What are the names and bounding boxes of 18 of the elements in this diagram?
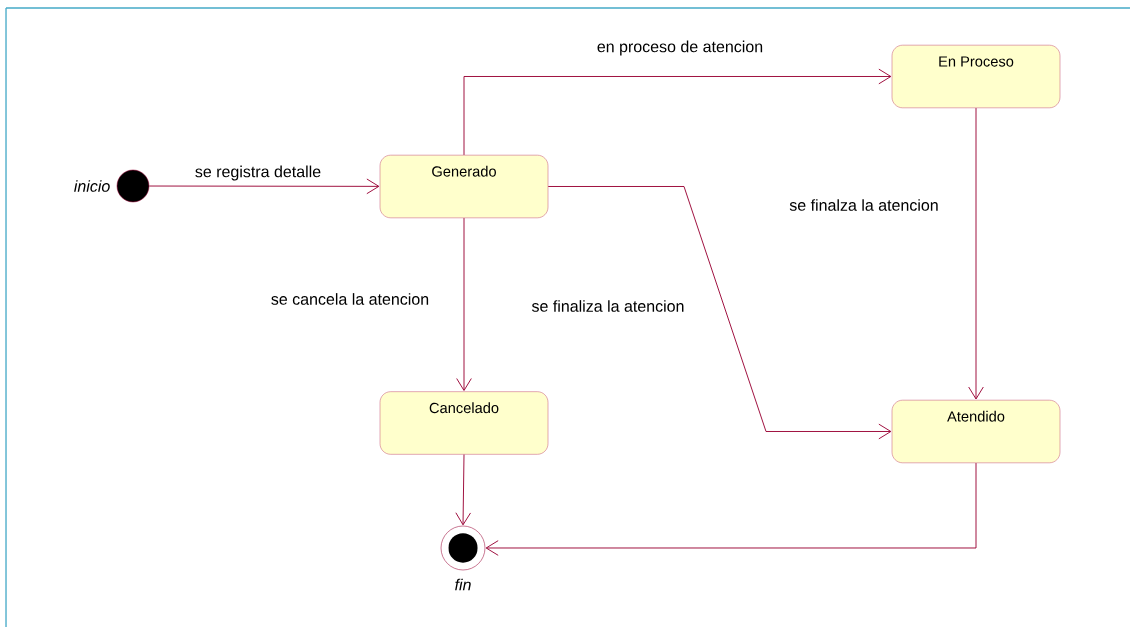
transition-arrow: [968, 107, 984, 400]
edge-label: se cancela la atencion: [269, 291, 431, 307]
transition-arrow: [456, 217, 472, 391]
transition-arrow: [148, 178, 380, 195]
state-label: inicio: [74, 180, 110, 192]
transition-arrow: [547, 186, 892, 440]
edge-label: se finaliza la atencion: [530, 298, 686, 314]
state-box: Cancelado: [379, 391, 549, 455]
edge-label: en proceso de atencion: [595, 39, 765, 57]
transition-arrow: [463, 68, 892, 156]
state-box: Atendido: [891, 399, 1061, 464]
edge-label: se registra detalle: [193, 164, 323, 182]
state-box: Generado: [379, 154, 549, 219]
transition-arrow: [485, 462, 977, 556]
state-label: fin: [455, 578, 471, 591]
transition-arrow: [455, 454, 471, 526]
edge-label: se finalza la atencion: [787, 197, 941, 213]
state-box: En Proceso: [891, 44, 1061, 109]
